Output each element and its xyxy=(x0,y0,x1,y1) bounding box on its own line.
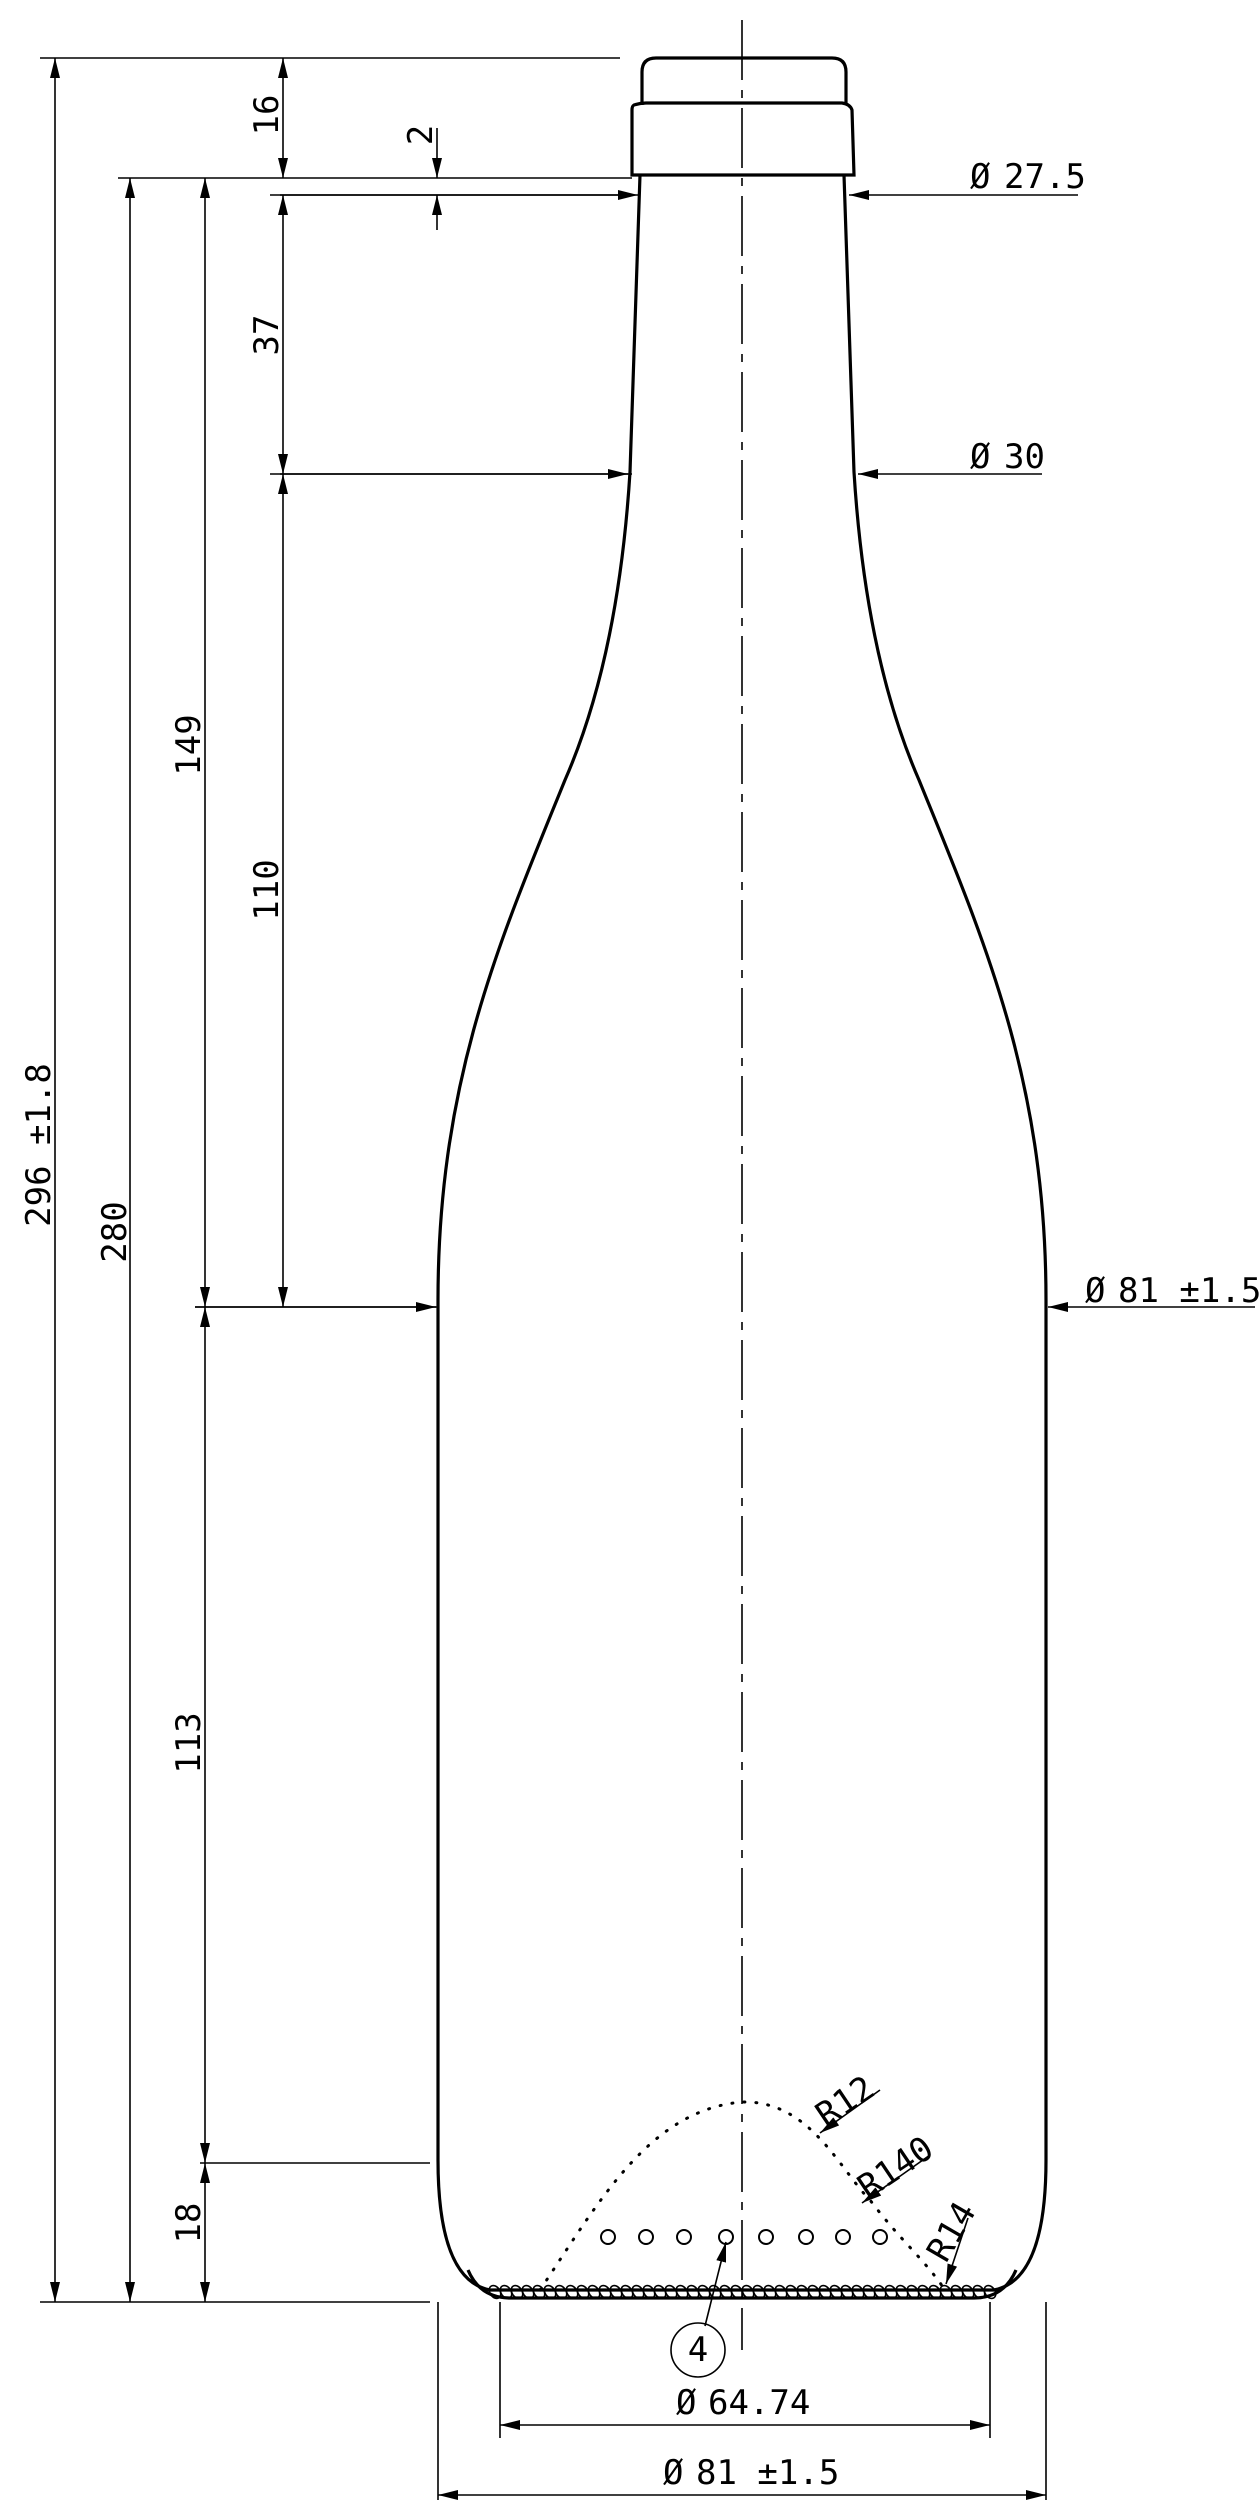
knurl-mark xyxy=(807,2284,821,2300)
knurl-mark xyxy=(642,2284,656,2300)
dim-mouth-diameter-symbol: Ø xyxy=(970,157,990,197)
punt-circle xyxy=(758,2229,774,2245)
punt-circle xyxy=(835,2229,851,2245)
knurl-mark xyxy=(752,2284,766,2300)
knurl-mark xyxy=(884,2284,898,2300)
knurl-mark xyxy=(488,2284,502,2300)
knurl-mark xyxy=(829,2284,843,2300)
knurl-mark xyxy=(741,2284,755,2300)
knurl-mark xyxy=(510,2284,524,2300)
knurl-mark xyxy=(763,2284,777,2300)
knurl-mark xyxy=(840,2284,854,2300)
dim-base-overall-diameter-symbol: Ø xyxy=(663,2453,683,2493)
knurl-mark xyxy=(719,2284,733,2300)
punt-circle xyxy=(872,2229,888,2245)
knurl-mark xyxy=(862,2284,876,2300)
knurl-mark xyxy=(796,2284,810,2300)
punt-circle xyxy=(798,2229,814,2245)
knurl-callout-bubble xyxy=(670,2322,726,2378)
dim-upper-body-label: 149 xyxy=(169,714,209,775)
knurl-mark xyxy=(499,2284,513,2300)
dim-finish-height-label: 16 xyxy=(247,95,287,136)
knurl-mark xyxy=(851,2284,865,2300)
knurl-mark xyxy=(708,2284,722,2300)
punt-circle-row xyxy=(600,2229,888,2245)
dim-base-contact-diameter-symbol: Ø xyxy=(676,2383,696,2423)
punt-circle xyxy=(676,2229,692,2245)
knurl-mark xyxy=(983,2284,997,2300)
knurl-mark xyxy=(576,2284,590,2300)
knurl-mark xyxy=(818,2284,832,2300)
knurl-mark xyxy=(697,2284,711,2300)
knurl-mark xyxy=(961,2284,975,2300)
knurl-mark xyxy=(598,2284,612,2300)
dim-neck-diameter-label: 30 xyxy=(1004,437,1045,477)
knurl-mark xyxy=(532,2284,546,2300)
radius-punt-side-label: R140 xyxy=(851,2129,941,2208)
knurl-mark xyxy=(587,2284,601,2300)
dim-body-length-label: 113 xyxy=(169,1712,209,1773)
dim-finish-offset-label: 2 xyxy=(401,125,441,145)
radius-punt-label: R12 xyxy=(809,2068,882,2136)
knurl-mark xyxy=(785,2284,799,2300)
knurl-mark xyxy=(895,2284,909,2300)
knurl-mark xyxy=(686,2284,700,2300)
knurl-mark xyxy=(664,2284,678,2300)
punt-circle xyxy=(638,2229,654,2245)
knurl-callout-label: 4 xyxy=(688,2330,708,2370)
dim-base-overall-diameter-label: 81 ±1.5 xyxy=(696,2453,839,2493)
radius-heel-label: R14 xyxy=(919,2195,984,2268)
knurl-mark xyxy=(543,2284,557,2300)
knurl-mark xyxy=(565,2284,579,2300)
knurl-mark xyxy=(730,2284,744,2300)
knurl-mark xyxy=(928,2284,942,2300)
dim-neck-diameter-symbol: Ø xyxy=(970,437,990,477)
knurl-mark xyxy=(631,2284,645,2300)
knurl-mark xyxy=(521,2284,535,2300)
knurl-mark xyxy=(950,2284,964,2300)
knurl-mark xyxy=(906,2284,920,2300)
dim-mouth-diameter-label: 27.5 xyxy=(1004,157,1086,197)
dim-base-contact-diameter-label: 64.74 xyxy=(708,2383,810,2423)
punt-circle xyxy=(600,2229,616,2245)
knurl-mark xyxy=(554,2284,568,2300)
dim-neck-length-label: 37 xyxy=(247,315,287,356)
knurl-mark xyxy=(620,2284,634,2300)
knurl-mark xyxy=(653,2284,667,2300)
base-knurling xyxy=(488,2284,997,2300)
knurl-mark xyxy=(675,2284,689,2300)
dim-body-diameter-label: 81 ±1.5 xyxy=(1118,1271,1259,1311)
knurl-mark xyxy=(917,2284,931,2300)
dim-shoulder-length-label: 110 xyxy=(247,859,287,920)
knurl-mark xyxy=(939,2284,953,2300)
dim-height-to-finish-label: 280 xyxy=(95,1201,135,1262)
punt-circle xyxy=(718,2229,734,2245)
dim-overall-height-label: 296 ±1.8 xyxy=(19,1063,59,1227)
knurl-mark xyxy=(972,2284,986,2300)
dim-heel-height-label: 18 xyxy=(169,2203,209,2244)
knurl-mark xyxy=(609,2284,623,2300)
knurl-mark xyxy=(873,2284,887,2300)
knurl-mark xyxy=(774,2284,788,2300)
dim-body-diameter-symbol: Ø xyxy=(1085,1271,1105,1311)
